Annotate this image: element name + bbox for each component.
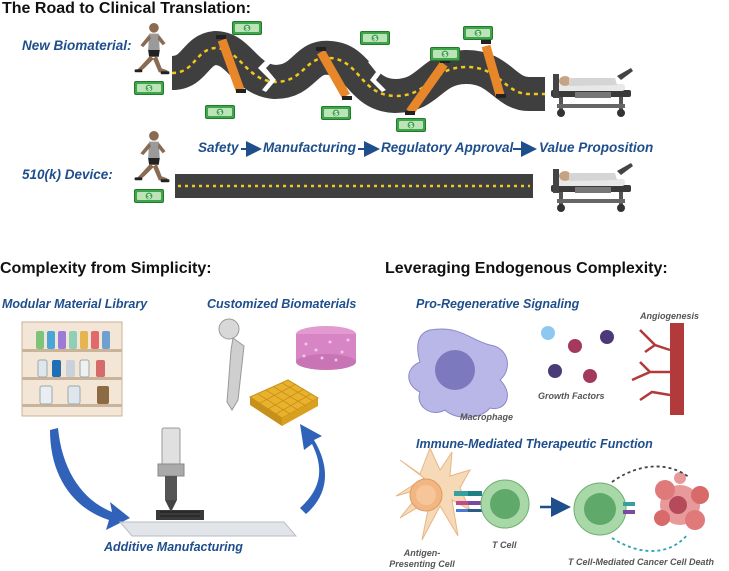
money-icon [396, 118, 426, 132]
money-icon [232, 21, 262, 35]
angiogenesis-label: Angiogenesis [640, 311, 700, 321]
apc-label: Antigen-Presenting Cell [389, 548, 455, 569]
synapse-receptors [454, 491, 482, 512]
runner-icon [134, 130, 170, 183]
porous-scaffold [296, 326, 356, 370]
left-panel-heading: Complexity from Simplicity: [0, 260, 212, 277]
barrier-caps [216, 35, 506, 115]
hip-implant [218, 318, 245, 411]
blood-vessel [631, 323, 684, 415]
runner-icon [134, 22, 170, 75]
material-shelf [21, 321, 123, 417]
hospital-bed-icon [551, 163, 633, 212]
road-barriers [217, 38, 505, 115]
hospital-bed-icon [551, 68, 633, 117]
immune-label: Immune-Mediated Therapeutic Function [416, 437, 653, 451]
antigen-presenting-cell [395, 446, 472, 541]
road-cracks [256, 50, 386, 92]
t-cell [480, 479, 530, 529]
growth-factors-label: Growth Factors [538, 391, 605, 401]
money-icon [463, 26, 493, 40]
curved-arrows [50, 424, 326, 530]
winding-road [170, 30, 545, 114]
right-panel-heading: Leveraging Endogenous Complexity: [385, 260, 668, 277]
mesh-scaffold [248, 379, 319, 426]
new-biomaterial-label: New Biomaterial: [22, 38, 132, 53]
death-label: T Cell-Mediated Cancer Cell Death [568, 557, 715, 567]
money-icon [205, 105, 235, 119]
step-manufacturing: Manufacturing [263, 140, 356, 155]
step-regulatory-approval: Regulatory Approval [381, 140, 514, 155]
money-icon [360, 31, 390, 45]
macrophage [408, 328, 508, 418]
custom-label: Customized Biomaterials [207, 297, 357, 311]
am-label: Additive Manufacturing [104, 540, 243, 554]
money-icon [430, 47, 460, 61]
bioprinter [118, 427, 298, 537]
step-value-proposition: Value Proposition [539, 140, 654, 155]
tcell-label: T Cell [492, 540, 517, 550]
growth-factors [541, 326, 614, 383]
money-icon [134, 81, 164, 95]
macrophage-label: Macrophage [460, 412, 514, 422]
library-label: Modular Material Library [2, 297, 148, 311]
cytotoxic-release-arrows [611, 465, 691, 552]
money-icon [134, 189, 164, 203]
signaling-label: Pro-Regenerative Signaling [416, 297, 580, 311]
cancer-cell [654, 472, 709, 530]
device-label: 510(k) Device: [22, 167, 113, 182]
straight-road [175, 174, 533, 198]
activated-t-cell [573, 482, 635, 536]
page-title: The Road to Clinical Translation: [2, 0, 251, 17]
step-safety: Safety [198, 140, 239, 155]
money-icon [321, 106, 351, 120]
